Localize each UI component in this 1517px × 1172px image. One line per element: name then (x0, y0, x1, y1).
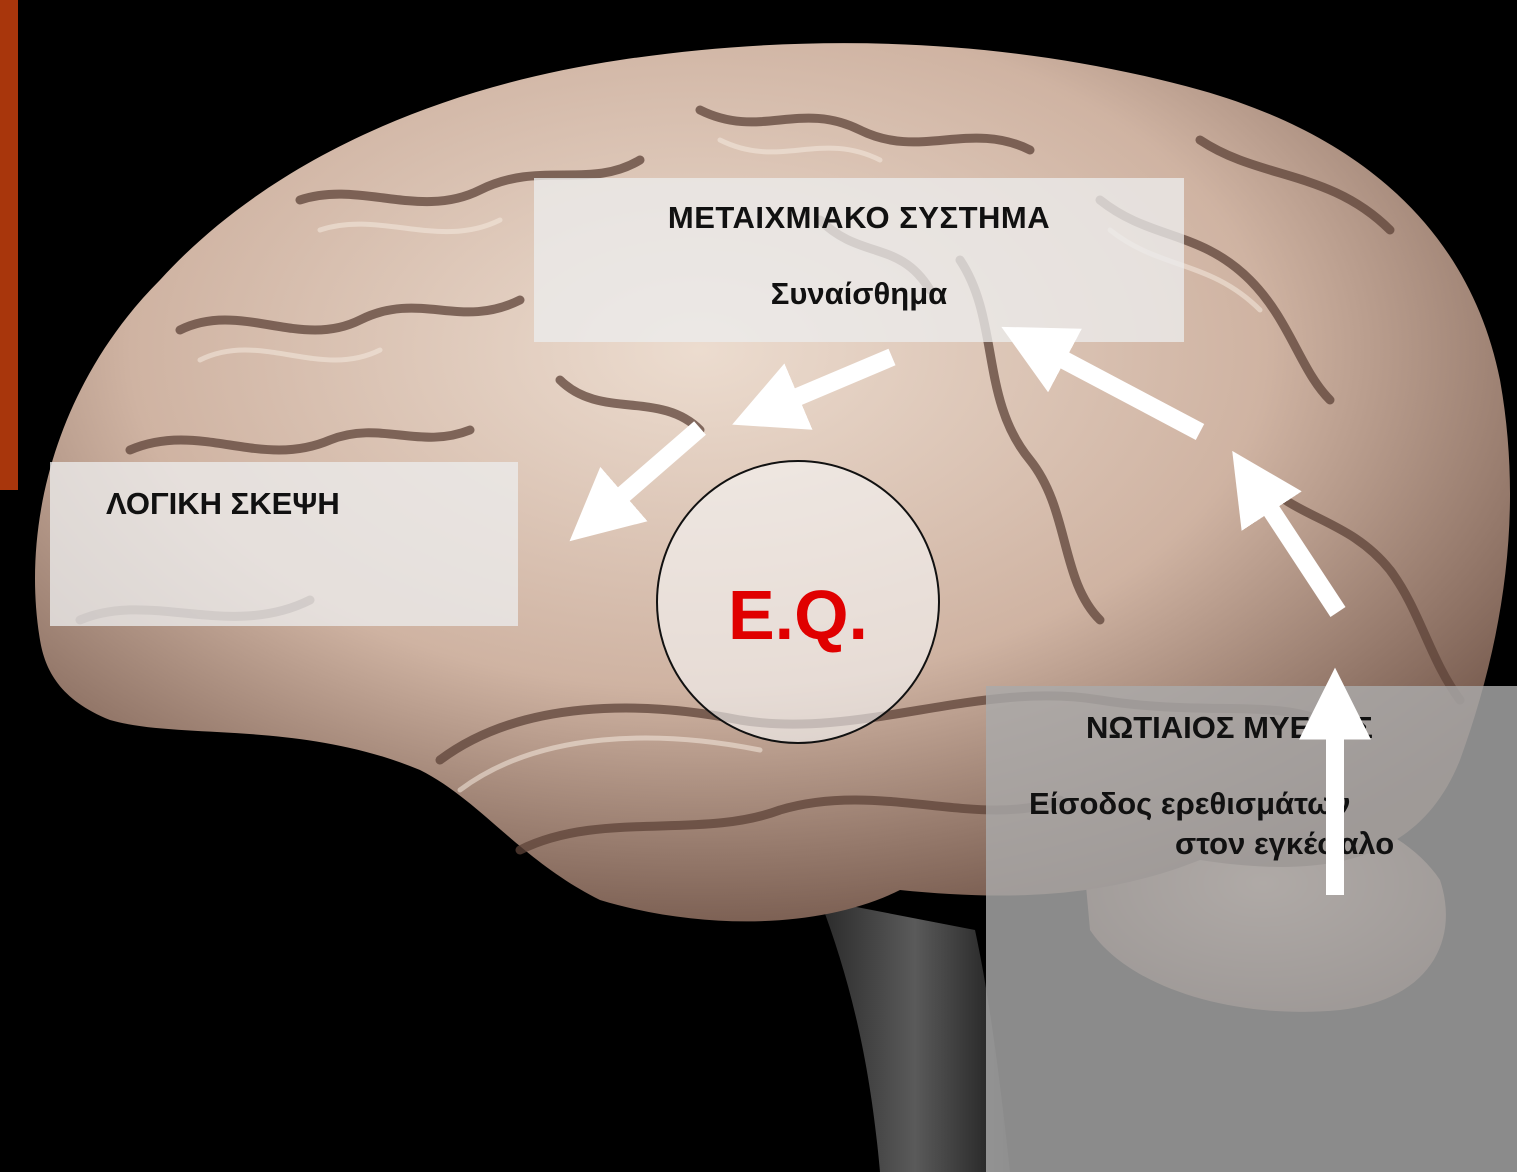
arrow-eq-to-logic (594, 428, 700, 520)
arrow-limbic-to-eq (762, 357, 892, 412)
arrow-parietal-to-limbic (1030, 342, 1200, 432)
arrow-occipital-to-parietal (1250, 478, 1338, 612)
